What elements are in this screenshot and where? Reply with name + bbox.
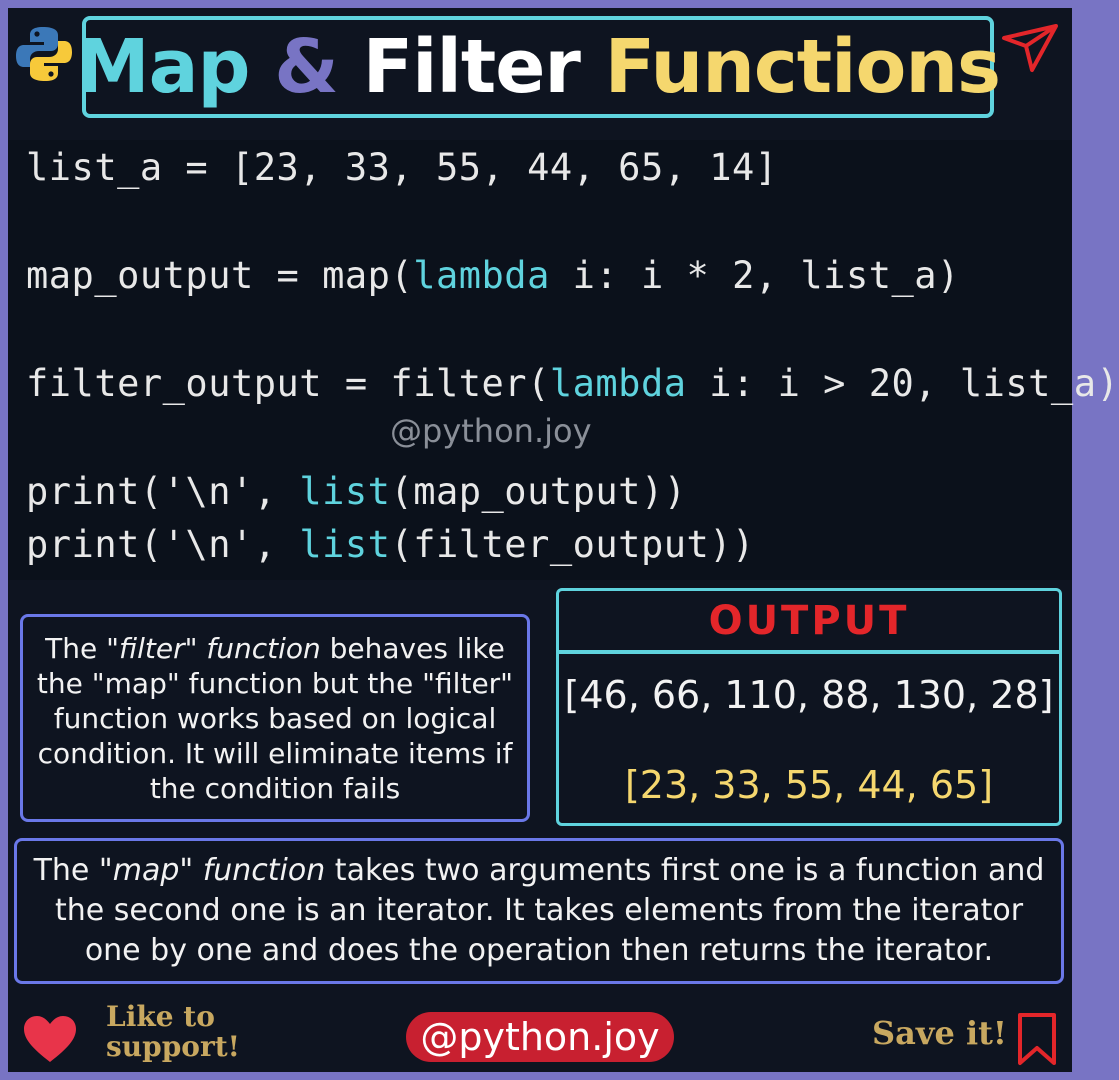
title-word-map: Map xyxy=(75,24,251,110)
filter-output-result: [23, 33, 55, 44, 65] xyxy=(624,763,994,807)
filter-explanation-box: The "filter" function behaves like the "… xyxy=(20,614,530,822)
filter-note-prefix: The xyxy=(45,631,107,665)
code-line-1: list_a = [23, 33, 55, 44, 65, 14] xyxy=(26,146,778,189)
code-keyword: lambda xyxy=(549,362,687,405)
output-heading: OUTPUT xyxy=(556,588,1062,654)
code-line-3: filter_output = filter(lambda i: i > 20,… xyxy=(26,362,1119,405)
like-line-2: support! xyxy=(106,1030,240,1063)
code-text: print('\n', xyxy=(26,470,300,513)
map-note-prefix: The xyxy=(33,853,99,888)
code-keyword: lambda xyxy=(413,254,550,297)
map-note-italic: "map" function xyxy=(98,853,326,888)
heart-icon[interactable] xyxy=(22,1014,78,1064)
python-logo-icon xyxy=(16,27,72,81)
save-it-text: Save it! xyxy=(872,1014,1007,1052)
map-explanation-text: The "map" function takes two arguments f… xyxy=(23,851,1055,971)
filter-explanation-text: The "filter" function behaves like the "… xyxy=(29,631,521,806)
like-to-support-text: Like to support! xyxy=(106,1002,240,1062)
code-keyword: list xyxy=(299,523,391,566)
code-text: (filter_output)) xyxy=(390,523,755,566)
code-text: (map_output)) xyxy=(390,470,687,513)
map-note-rest: takes two arguments first one is a funct… xyxy=(54,853,1045,968)
watermark: @python.joy xyxy=(390,412,592,450)
handle-badge[interactable]: @python.joy xyxy=(406,1012,674,1062)
paper-plane-icon[interactable] xyxy=(1000,20,1060,76)
title-box: Map & Filter Functions xyxy=(76,16,1001,118)
title-ampersand: & xyxy=(274,24,339,110)
title-word-functions: Functions xyxy=(604,24,1001,110)
code-text: map_output = map( xyxy=(26,254,414,297)
bookmark-icon[interactable] xyxy=(1016,1012,1058,1066)
code-text: filter_output = filter( xyxy=(26,362,550,405)
code-block: list_a = [23, 33, 55, 44, 65, 14] map_ou… xyxy=(8,140,1119,580)
code-keyword: list xyxy=(299,470,391,513)
like-line-1: Like to xyxy=(106,1000,215,1033)
code-text: print('\n', xyxy=(26,523,300,566)
code-line-5: print('\n', list(filter_output)) xyxy=(26,523,755,566)
filter-note-italic: "filter" function xyxy=(106,631,321,665)
code-text: i: i > 20, list_a) xyxy=(686,362,1119,405)
code-line-2: map_output = map(lambda i: i * 2, list_a… xyxy=(26,254,960,297)
filter-note-rest: behaves like the "map" function but the … xyxy=(36,631,514,805)
code-text: i: i * 2, list_a) xyxy=(549,254,960,297)
title-word-filter: Filter xyxy=(362,24,581,110)
map-explanation-box: The "map" function takes two arguments f… xyxy=(14,838,1064,984)
code-line-4: print('\n', list(map_output)) xyxy=(26,470,687,513)
output-panel: [46, 66, 110, 88, 130, 28] [23, 33, 55, … xyxy=(556,650,1062,826)
map-output-result: [46, 66, 110, 88, 130, 28] xyxy=(564,673,1054,717)
